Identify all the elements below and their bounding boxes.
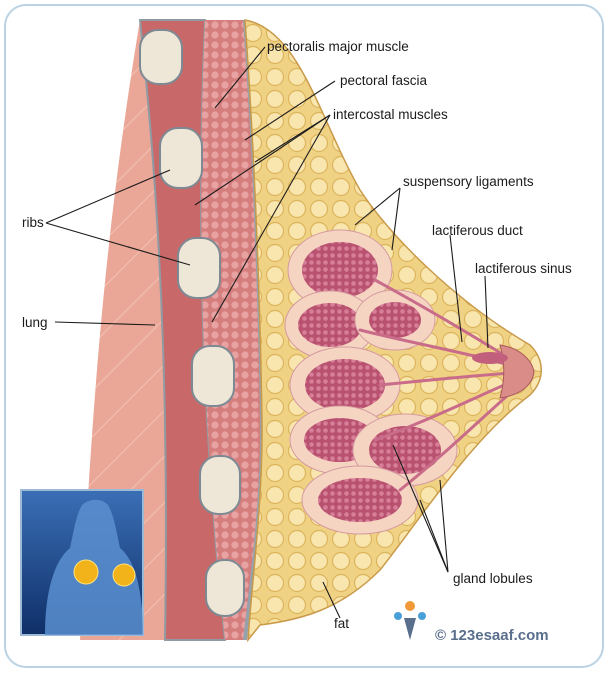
label-gland-lobules: gland lobules bbox=[453, 571, 533, 586]
label-pectoral-fascia: pectoral fascia bbox=[340, 73, 428, 88]
label-lactiferous-duct: lactiferous duct bbox=[432, 223, 523, 238]
label-ribs: ribs bbox=[22, 215, 44, 230]
label-suspensory-ligaments: suspensory ligaments bbox=[403, 174, 534, 189]
ribs-column bbox=[139, 29, 245, 617]
gland-lobules-cluster bbox=[284, 229, 458, 535]
brand-logo-icon bbox=[394, 601, 426, 640]
label-fat: fat bbox=[334, 616, 349, 631]
label-lactiferous-sinus: lactiferous sinus bbox=[475, 261, 572, 276]
label-intercostal-muscles: intercostal muscles bbox=[333, 107, 448, 122]
nipple bbox=[499, 344, 535, 399]
lactiferous-sinus-shape bbox=[472, 352, 508, 364]
label-lung: lung bbox=[22, 315, 48, 330]
leader-lines bbox=[45, 46, 489, 619]
label-pectoralis-major: pectoralis major muscle bbox=[267, 39, 409, 54]
copyright-credit: © 123esaaf.com bbox=[435, 627, 549, 644]
inset-torso-figure bbox=[20, 489, 144, 636]
